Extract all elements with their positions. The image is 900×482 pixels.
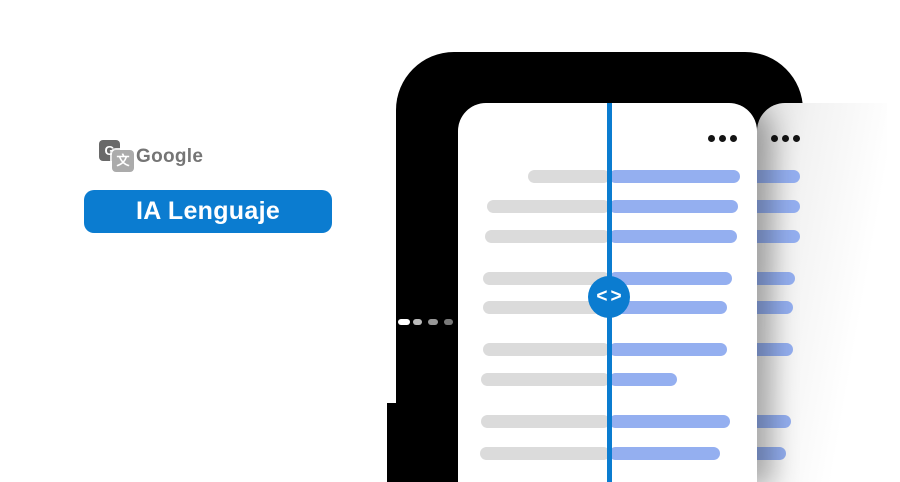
translate-icon-char-square: 文 [112,150,134,172]
text-line-source [487,200,610,213]
back-card-text-line [757,447,786,460]
text-line-source [483,343,610,356]
text-line-translated [609,170,740,183]
front-card-menu-dots [708,135,737,142]
back-card-text-line [757,200,800,213]
back-card [757,103,887,482]
back-card-text-line [757,343,793,356]
text-line-source [483,272,610,285]
menu-dot [782,135,789,142]
text-line-source [528,170,610,183]
text-line-translated [609,343,727,356]
menu-dot [708,135,715,142]
menu-dot [771,135,778,142]
frame-indicator-dash [428,319,438,325]
text-line-translated [609,230,737,243]
menu-dot [730,135,737,142]
back-card-menu-dots [771,135,800,142]
frame-indicator-dash [398,319,410,325]
text-line-translated [609,447,720,460]
text-line-source [480,447,610,460]
menu-dot [793,135,800,142]
code-badge-icon: <> [588,276,630,318]
back-card-text-line [757,230,800,243]
google-logo: G 文 Google [99,139,203,175]
back-card-text-line [757,170,800,183]
text-line-source [481,415,610,428]
text-line-source [483,301,610,314]
text-line-source [485,230,610,243]
text-line-translated [609,272,732,285]
text-line-translated [609,373,677,386]
google-wordmark: Google [136,146,204,167]
translate-icon: G 文 [99,140,136,174]
back-card-text-line [757,415,791,428]
frame-indicator-dash [413,319,422,325]
menu-dot [719,135,726,142]
text-line-translated [609,415,730,428]
back-card-text-line [757,272,795,285]
front-card: <> [458,103,757,482]
text-line-translated [609,301,727,314]
ia-lenguaje-button[interactable]: IA Lenguaje [84,190,332,233]
phone-side-button [387,403,399,482]
frame-indicator-dash [444,319,453,325]
back-card-text-line [757,301,793,314]
text-line-translated [609,200,738,213]
text-line-source [481,373,610,386]
